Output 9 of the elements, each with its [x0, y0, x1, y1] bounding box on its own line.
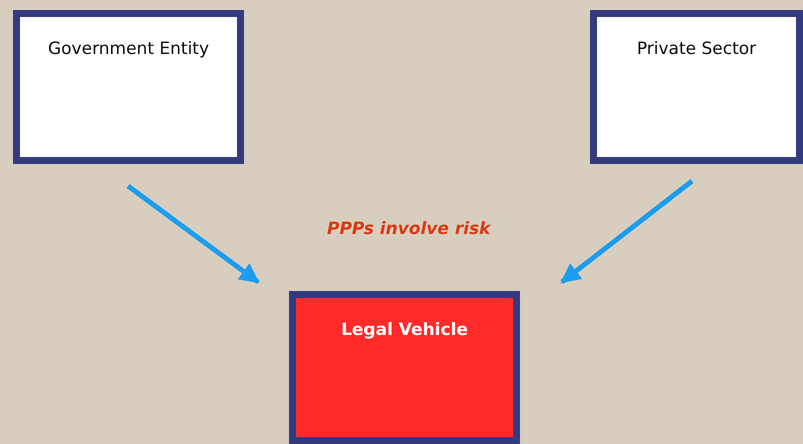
- arrow: [560, 179, 694, 284]
- process-box: [289, 291, 520, 444]
- box-label: Government Entity: [46, 39, 210, 59]
- process-box: [13, 10, 244, 164]
- box-label: Legal Vehicle: [340, 320, 469, 340]
- process-box: [590, 10, 803, 164]
- note-text: PPPs involve risk: [327, 219, 490, 239]
- arrow: [126, 184, 260, 284]
- box-label: Private Sector: [636, 39, 758, 59]
